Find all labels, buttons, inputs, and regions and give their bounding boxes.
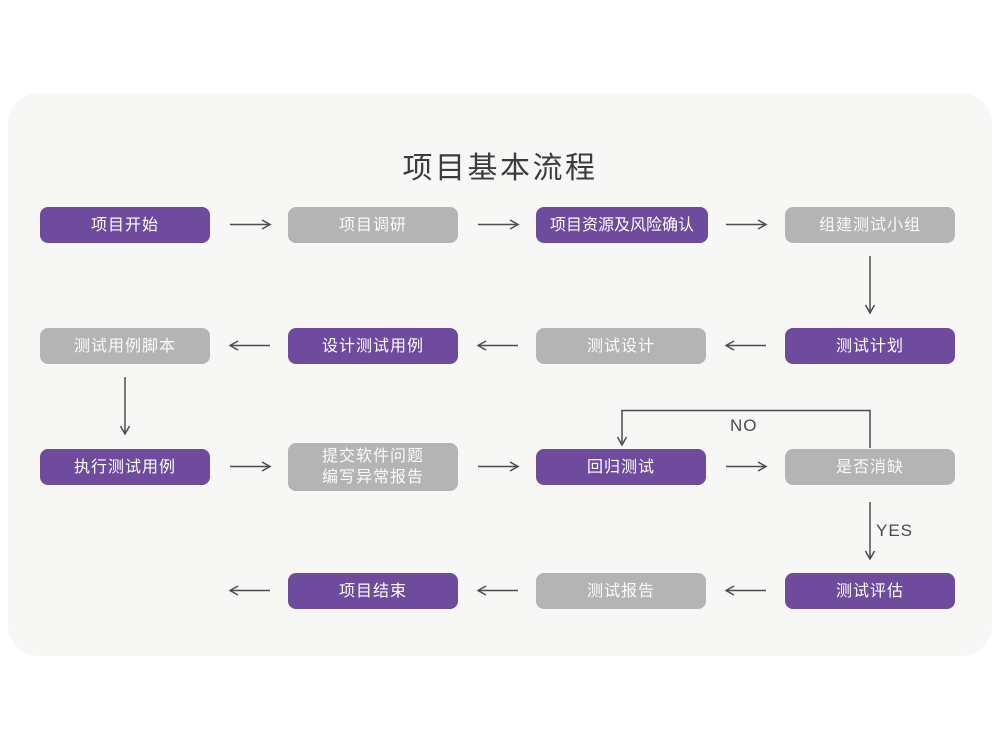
node-execute-test-cases: 执行测试用例: [40, 449, 210, 485]
node-label: 测试评估: [835, 582, 904, 600]
node-label: 项目结束: [338, 582, 407, 600]
node-label: 测试报告: [586, 582, 655, 600]
node-design-test-cases: 设计测试用例: [288, 328, 458, 364]
node-build-test-team: 组建测试小组: [785, 207, 955, 243]
node-project-end: 项目结束: [288, 573, 458, 609]
node-label: 设计测试用例: [321, 337, 424, 355]
node-label: 项目资源及风险确认: [549, 216, 694, 234]
node-defect-cleared: 是否消缺: [785, 449, 955, 485]
node-test-evaluation: 测试评估: [785, 573, 955, 609]
node-label-line2: 编写异常报告: [321, 469, 424, 486]
node-label: 测试用例脚本: [73, 337, 176, 355]
node-label: 项目开始: [90, 216, 159, 234]
node-label-line1: 提交软件问题: [321, 448, 424, 465]
node-label: 项目调研: [338, 216, 407, 234]
diagram-title: 项目基本流程: [402, 152, 598, 185]
node-label: 执行测试用例: [73, 458, 176, 476]
node-test-report: 测试报告: [536, 573, 706, 609]
node-submit-issue-report: 提交软件问题 编写异常报告: [288, 443, 458, 491]
node-label: 组建测试小组: [818, 216, 921, 234]
node-regression-test: 回归测试: [536, 449, 706, 485]
node-test-case-script: 测试用例脚本: [40, 328, 210, 364]
node-label: 测试设计: [586, 337, 655, 355]
node-test-plan: 测试计划: [785, 328, 955, 364]
branch-label-yes: YES: [876, 521, 914, 540]
node-test-design: 测试设计: [536, 328, 706, 364]
flowchart-card: [8, 93, 992, 656]
arrow-no-loop: [622, 409, 871, 448]
node-label: 回归测试: [586, 458, 655, 476]
node-resource-risk-confirm: 项目资源及风险确认: [536, 207, 708, 243]
node-project-research: 项目调研: [288, 207, 458, 243]
node-project-start: 项目开始: [40, 207, 210, 243]
node-label: 测试计划: [835, 337, 904, 355]
node-label: 是否消缺: [835, 458, 904, 476]
branch-label-no: NO: [730, 416, 758, 435]
